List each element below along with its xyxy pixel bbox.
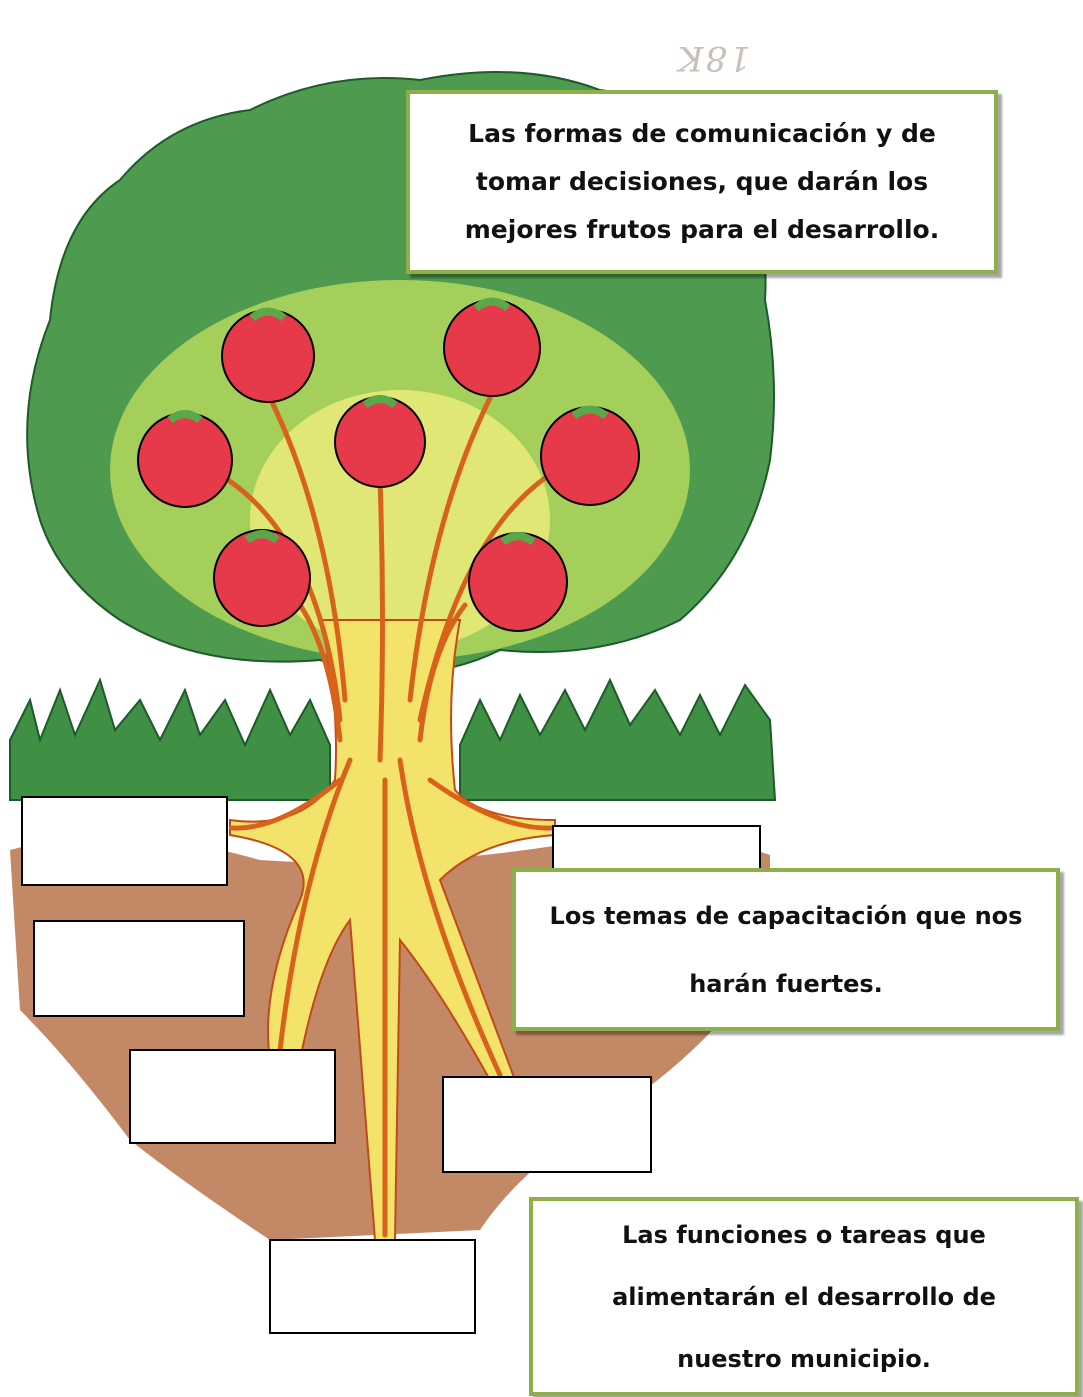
callout-fruits-text: Las formas de comunicación y de tomar de… [464, 119, 940, 244]
grass-strip [9, 677, 331, 801]
blank-box [21, 796, 228, 886]
scan-mark: 18K [676, 38, 751, 78]
apple-fruit [213, 529, 311, 627]
apple-fruit [443, 297, 541, 397]
apple-fruit [468, 532, 568, 632]
apple-fruits [137, 297, 640, 632]
branches [222, 395, 555, 1238]
apple-fruit [221, 307, 315, 403]
blank-box [129, 1049, 336, 1144]
callout-roots-text: Las funciones o tareas que alimentarán e… [612, 1220, 996, 1373]
callout-roots: Las funciones o tareas que alimentarán e… [529, 1197, 1079, 1396]
grass-strip-right [459, 677, 777, 801]
callout-fruits: Las formas de comunicación y de tomar de… [406, 90, 998, 274]
apple-fruit [540, 405, 640, 506]
apple-fruit [137, 410, 233, 508]
callout-trunk-text: Los temas de capacitación que nos harán … [549, 901, 1023, 998]
blank-box [33, 920, 245, 1017]
callout-trunk: Los temas de capacitación que nos harán … [512, 868, 1060, 1031]
tree-trunk [229, 619, 556, 1241]
blank-box [442, 1076, 652, 1173]
blank-box [269, 1239, 476, 1334]
apple-fruit [334, 395, 426, 488]
